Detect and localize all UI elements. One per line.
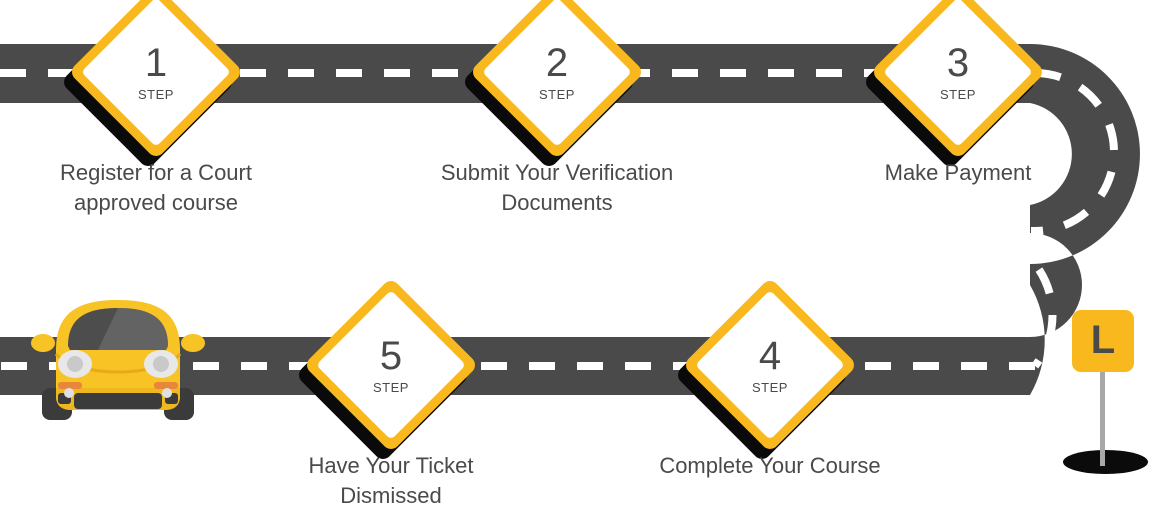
diamond-border bbox=[68, 0, 244, 160]
step-caption-2: Submit Your Verification Documents bbox=[440, 160, 674, 215]
step-node-4[interactable]: 4 STEP bbox=[674, 277, 858, 463]
step-diamond-4 bbox=[674, 277, 858, 463]
step-node-5[interactable]: 5 STEP bbox=[295, 277, 479, 463]
step-node-2[interactable]: 2 STEP bbox=[461, 0, 645, 170]
step-caption-5: Have Your Ticket Dismissed bbox=[308, 453, 474, 508]
step-diamond-1 bbox=[60, 0, 244, 170]
step-caption-3: Make Payment bbox=[884, 160, 1032, 185]
learner-sign-letter: L bbox=[1090, 318, 1116, 362]
yellow-car-icon bbox=[31, 300, 205, 420]
step-diamond-5 bbox=[295, 277, 479, 463]
step-diamond-2 bbox=[461, 0, 645, 170]
step-caption-4: Complete Your Course bbox=[659, 453, 881, 478]
step-node-3[interactable]: 3 STEP bbox=[862, 0, 1046, 170]
step-caption-1: Register for a Court approved course bbox=[60, 160, 252, 215]
step-diamond-3 bbox=[862, 0, 1046, 170]
diamond-border bbox=[469, 0, 645, 160]
diamond-border bbox=[870, 0, 1046, 160]
learner-sign-plate: L bbox=[1072, 310, 1134, 372]
diamond-border bbox=[682, 277, 858, 453]
learner-sign-shadow bbox=[1063, 450, 1148, 474]
diamond-border bbox=[303, 277, 479, 453]
learner-sign-pole bbox=[1100, 358, 1105, 466]
step-node-1[interactable]: 1 STEP bbox=[60, 0, 244, 170]
